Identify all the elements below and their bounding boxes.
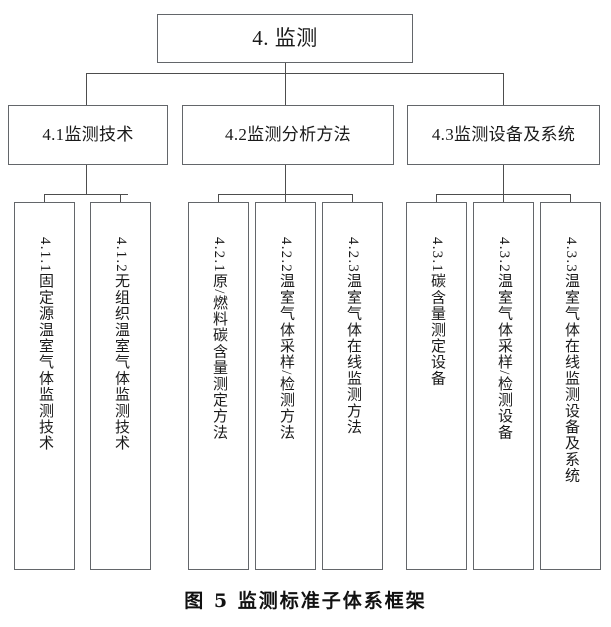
- node-branch-4-1-label: 4.1监测技术: [42, 124, 134, 144]
- connector-branch-1-stem: [86, 165, 87, 195]
- node-leaf-4-1-2: 4.1.2无组织温室气体监测技术: [90, 202, 151, 570]
- node-leaf-4-2-2-label: 4.2.2温室气体采样/检测方法: [278, 237, 294, 441]
- connector-branch-3-stem: [503, 165, 504, 195]
- node-branch-4-3: 4.3监测设备及系统: [407, 105, 600, 165]
- connector-drop-leaf-2: [120, 194, 121, 202]
- connector-drop-leaf-5: [352, 194, 353, 202]
- figure-caption: 图 5 监测标准子体系框架: [184, 590, 427, 612]
- node-root-4-monitoring: 4. 监测: [157, 14, 413, 63]
- node-root-label: 4. 监测: [252, 25, 318, 50]
- node-leaf-4-3-3-label: 4.3.3温室气体在线监测设备及系统: [563, 237, 579, 484]
- connector-branch-2-stem: [285, 165, 286, 195]
- connector-drop-branch-1: [86, 73, 87, 105]
- node-branch-4-2: 4.2监测分析方法: [182, 105, 394, 165]
- connector-drop-leaf-6: [436, 194, 437, 202]
- node-leaf-4-2-3: 4.2.3温室气体在线监测方法: [322, 202, 383, 570]
- node-leaf-4-3-2-label: 4.3.2温室气体采样/检测设备: [496, 237, 512, 441]
- node-branch-4-3-label: 4.3监测设备及系统: [431, 124, 576, 144]
- node-leaf-4-3-1: 4.3.1碳含量测定设备: [406, 202, 467, 570]
- connector-branch-1-bus: [44, 194, 128, 195]
- node-leaf-4-1-2-label: 4.1.2无组织温室气体监测技术: [113, 237, 129, 452]
- connector-drop-leaf-3: [218, 194, 219, 202]
- node-leaf-4-1-1: 4.1.1固定源温室气体监测技术: [14, 202, 75, 570]
- connector-root-stem: [285, 63, 286, 74]
- connector-drop-branch-2: [285, 73, 286, 105]
- node-leaf-4-1-1-label: 4.1.1固定源温室气体监测技术: [37, 237, 53, 452]
- connector-drop-branch-3: [503, 73, 504, 105]
- node-leaf-4-3-3: 4.3.3温室气体在线监测设备及系统: [540, 202, 601, 570]
- node-leaf-4-3-2: 4.3.2温室气体采样/检测设备: [473, 202, 534, 570]
- node-leaf-4-2-3-label: 4.2.3温室气体在线监测方法: [345, 237, 361, 435]
- node-leaf-4-2-1-label: 4.2.1原/燃料碳含量测定方法: [211, 237, 227, 441]
- node-branch-4-2-label: 4.2监测分析方法: [225, 124, 351, 144]
- connector-drop-leaf-1: [44, 194, 45, 202]
- node-leaf-4-2-2: 4.2.2温室气体采样/检测方法: [255, 202, 316, 570]
- connector-main-bus: [86, 73, 504, 74]
- connector-drop-leaf-8: [570, 194, 571, 202]
- node-branch-4-1: 4.1监测技术: [8, 105, 168, 165]
- node-leaf-4-3-1-label: 4.3.1碳含量测定设备: [429, 237, 445, 387]
- connector-drop-leaf-4: [285, 194, 286, 202]
- connector-drop-leaf-7: [503, 194, 504, 202]
- node-leaf-4-2-1: 4.2.1原/燃料碳含量测定方法: [188, 202, 249, 570]
